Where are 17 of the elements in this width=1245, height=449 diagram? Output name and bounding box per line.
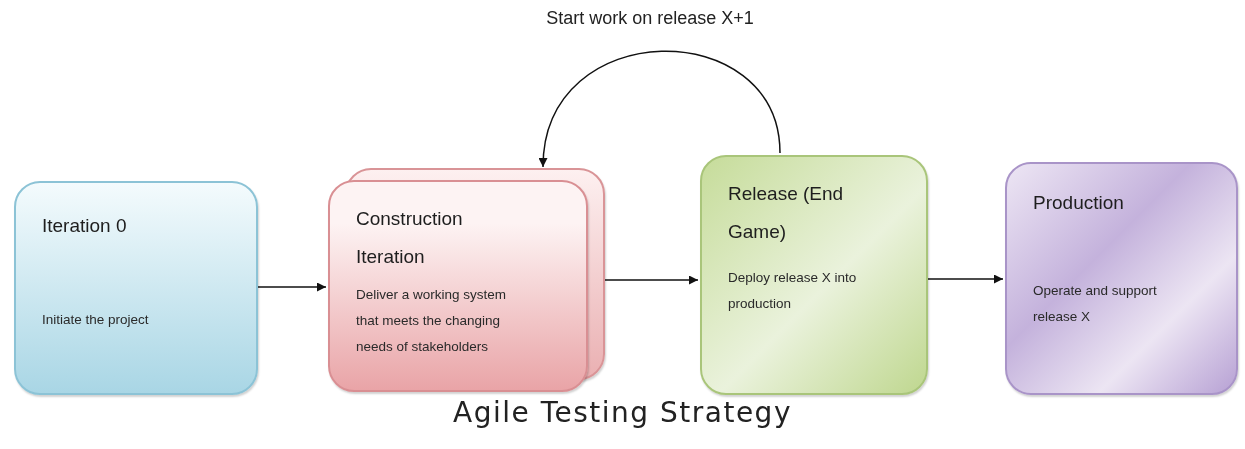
card-description: Operate and support release X — [1033, 283, 1157, 324]
process-card — [328, 180, 588, 392]
arrow — [604, 275, 699, 285]
arrow — [927, 274, 1004, 284]
caption: Agile Testing Strategy — [452, 396, 793, 429]
process-card — [700, 155, 928, 395]
process-card — [14, 181, 258, 395]
card-title: Release (End Game) — [728, 183, 844, 242]
arrow — [539, 50, 781, 168]
card-description: Deliver a working system that meets the changing needs of stakeholders — [356, 287, 507, 354]
card-title: Iteration 0 — [42, 215, 127, 236]
card-description: Initiate the project — [42, 312, 149, 327]
card-description: Deploy release X into production — [728, 270, 857, 311]
process-card — [1005, 162, 1238, 395]
arrow — [257, 282, 327, 292]
card-title: Construction Iteration — [356, 208, 463, 267]
card-title: Production — [1033, 192, 1124, 213]
